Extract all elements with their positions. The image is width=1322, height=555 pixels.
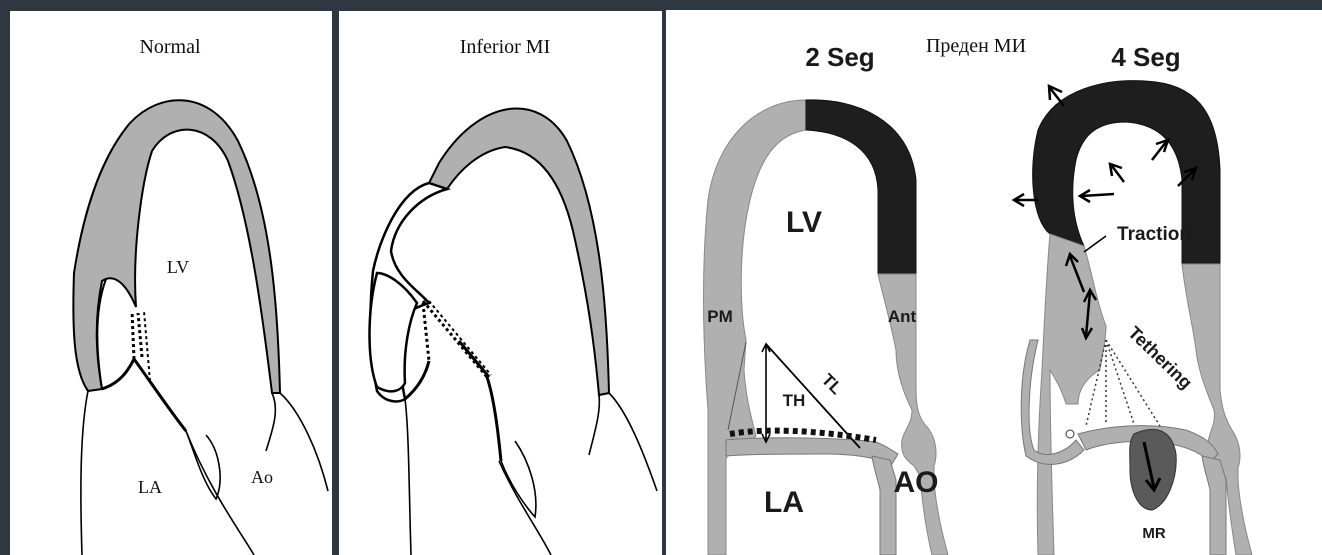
normal-heart-diagram: Normal LV LA Ao bbox=[10, 11, 332, 555]
label-traction: Traction bbox=[1117, 224, 1191, 245]
normal-aorta-outline bbox=[186, 431, 220, 499]
seg4-grey-wall bbox=[1037, 234, 1106, 555]
normal-title: Normal bbox=[139, 36, 201, 58]
label-lv: LV bbox=[786, 206, 822, 239]
panel-inferior-mi: Inferior MI bbox=[339, 11, 662, 555]
normal-label-ao: Ao bbox=[251, 467, 273, 487]
normal-lv-wall bbox=[73, 100, 280, 393]
seg2-aorta-wall bbox=[872, 456, 896, 555]
normal-la-outline bbox=[81, 391, 88, 555]
label-tl: TL bbox=[818, 370, 846, 398]
seg2-title: 2 Seg bbox=[805, 42, 874, 72]
mr-jet bbox=[1130, 429, 1177, 510]
anterior-mi-heart-diagram: 2 Seg Преден МИ 4 Seg LV PM Ant TH TL LA… bbox=[666, 10, 1322, 555]
inferior-title: Inferior MI bbox=[460, 36, 551, 58]
label-mr: MR bbox=[1142, 525, 1165, 542]
seg2-infarct bbox=[806, 100, 916, 274]
inferior-mitral-leaflet bbox=[423, 303, 429, 361]
inferior-mi-heart-diagram: Inferior MI bbox=[339, 11, 662, 555]
label-tethering: Tethering bbox=[1124, 322, 1196, 392]
traction-arrow bbox=[1084, 236, 1106, 252]
label-th: TH bbox=[783, 391, 806, 410]
label-la: LA bbox=[764, 486, 804, 519]
panel-anterior-mi: 2 Seg Преден МИ 4 Seg LV PM Ant TH TL LA… bbox=[666, 10, 1322, 555]
anterior-title: Преден МИ bbox=[926, 35, 1026, 57]
label-ao: AO bbox=[894, 466, 939, 499]
seg4-title: 4 Seg bbox=[1111, 42, 1180, 72]
normal-label-la: LA bbox=[138, 477, 162, 497]
label-pm: PM bbox=[707, 307, 733, 326]
normal-label-lv: LV bbox=[167, 257, 189, 277]
label-ant: Ant bbox=[888, 307, 917, 326]
panel-normal: Normal LV LA Ao bbox=[10, 11, 332, 555]
inferior-lv-wall bbox=[429, 109, 609, 395]
normal-mitral-leaflet bbox=[132, 311, 134, 359]
